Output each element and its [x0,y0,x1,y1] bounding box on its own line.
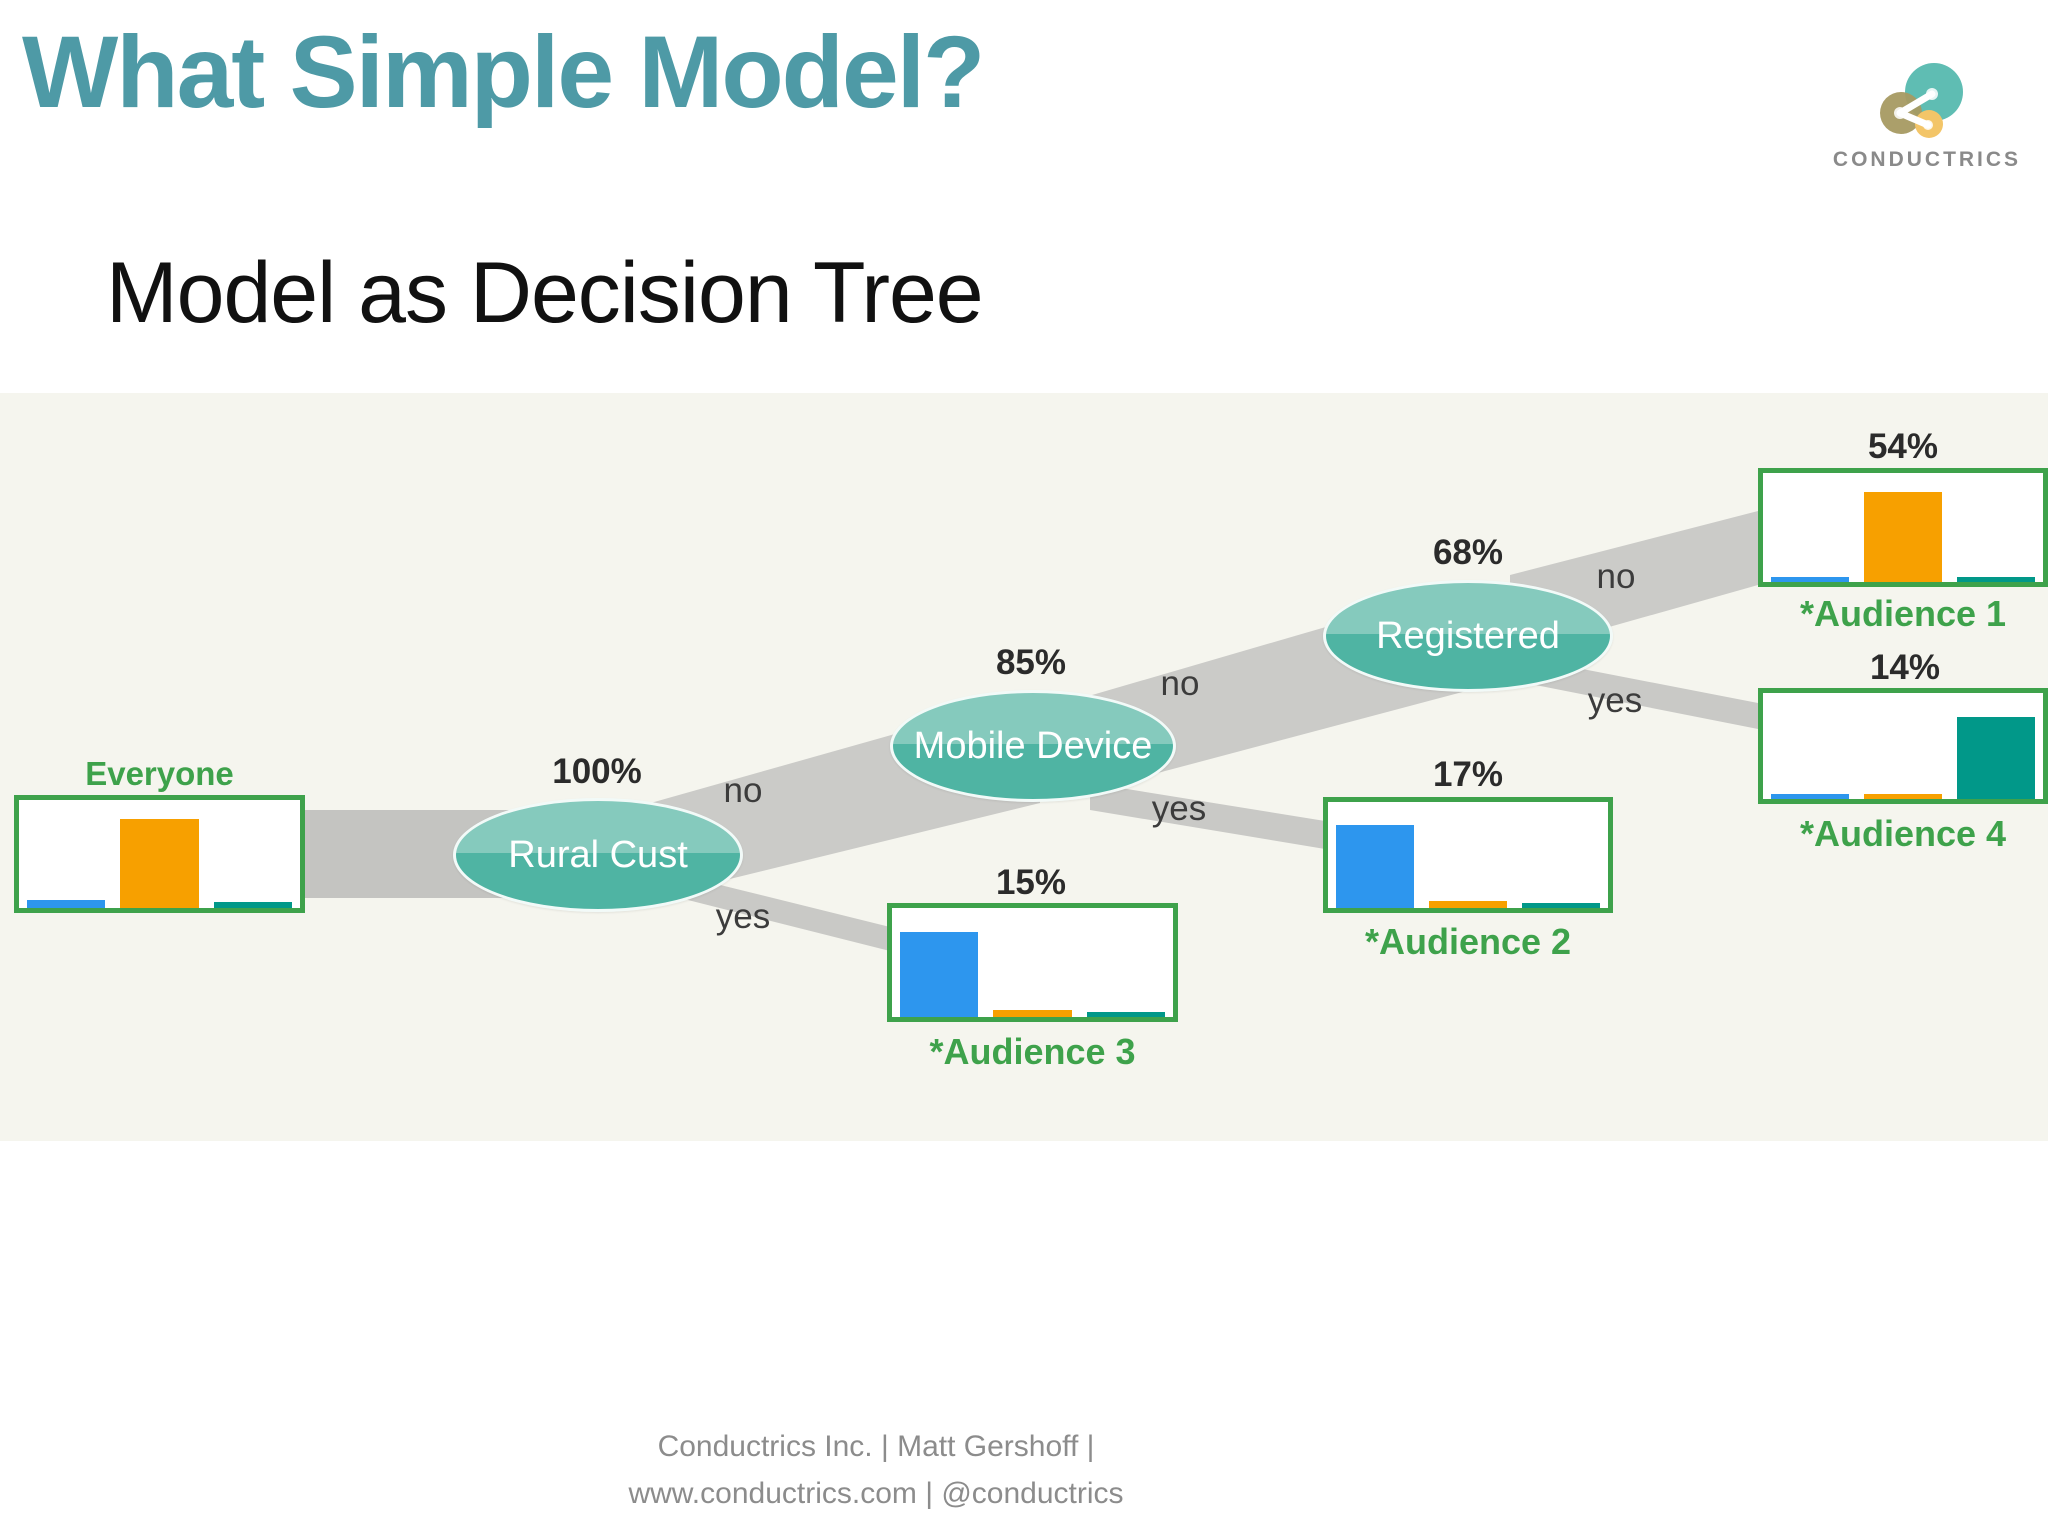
bar-blue [27,900,106,908]
decision-tree-diagram: Everyone 100% Rural Cust no yes 85% Mobi… [0,393,2048,1141]
decision-node-registered: Registered [1323,580,1613,692]
leaf-label-audience-2: *Audience 2 [1364,921,1572,962]
mini-bar-chart [900,908,1165,1017]
branch-label-yes: yes [1587,681,1643,720]
footer-line-2: www.conductrics.com | @conductrics [628,1476,1124,1510]
percent-audience-1: 54% [1867,427,1939,466]
decision-node-rural-cust: Rural Cust [453,798,743,912]
decision-node-label: Registered [1376,614,1560,657]
bar-orange [1429,900,1507,908]
decision-node-label: Mobile Device [913,724,1153,767]
mini-bar-chart [1336,802,1600,908]
conductrics-logo: CONDUCTRICS [1822,52,2032,182]
conductrics-logo-icon [1880,63,1963,138]
bar-blue [1771,576,1849,582]
bar-teal [1086,1011,1165,1017]
mini-bar-chart [1771,693,2035,799]
bar-orange [120,819,199,908]
bar-blue [1771,793,1849,799]
percent-mobile-device: 85% [995,643,1067,682]
bar-orange [1864,793,1942,799]
branch-label-yes: yes [1151,789,1207,828]
decision-node-mobile-device: Mobile Device [890,690,1176,802]
percent-audience-4: 14% [1869,648,1941,687]
footer-line-1: Conductrics Inc. | Matt Gershoff | [657,1430,1095,1463]
bar-blue [900,931,979,1017]
leaf-bar-chart-box-audience-1 [1758,468,2048,587]
conductrics-logo-text: CONDUCTRICS [1832,148,2022,171]
bar-teal [1522,902,1600,908]
decision-node-label: Rural Cust [508,833,688,876]
branch-label-no: no [723,771,763,810]
bar-teal [1957,576,2035,582]
root-bar-chart-box [14,795,305,913]
leaf-bar-chart-box-audience-3 [887,903,1178,1022]
bar-blue [1336,825,1414,908]
leaf-label-audience-3: *Audience 3 [929,1031,1136,1072]
link-mobile-aud2 [1090,783,1325,849]
leaf-bar-chart-box-audience-2 [1323,797,1613,913]
percent-registered: 68% [1432,533,1504,572]
bar-teal [1957,717,2035,799]
branch-label-no: no [1596,557,1636,596]
leaf-label-audience-1: *Audience 1 [1799,593,2007,634]
link-rural-aud3 [680,875,890,951]
branch-label-yes: yes [715,897,771,936]
mini-bar-chart [1771,473,2035,582]
leaf-bar-chart-box-audience-4 [1758,688,2048,804]
branch-label-no: no [1160,664,1200,703]
leaf-label-audience-4: *Audience 4 [1799,813,2007,854]
bar-orange [1864,491,1942,582]
mini-bar-chart [27,800,292,908]
slide-title: What Simple Model? [22,15,985,129]
root-label-everyone: Everyone [85,755,234,792]
bar-orange [993,1010,1072,1017]
percent-audience-2: 17% [1432,755,1504,794]
slide-subtitle: Model as Decision Tree [106,245,984,341]
percent-audience-3: 15% [995,863,1067,902]
slide-footer: Conductrics Inc. | Matt Gershoff | www.c… [576,1424,1176,1517]
bar-teal [213,901,292,908]
percent-rural-cust: 100% [552,752,642,791]
